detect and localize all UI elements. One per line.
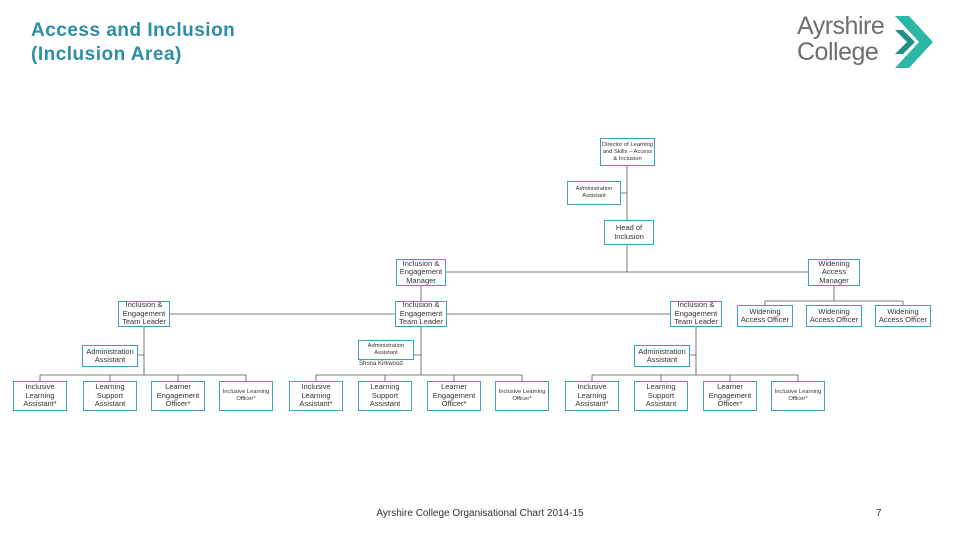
node-tl2-label: Inclusion & Engagement Team Leader: [399, 301, 443, 327]
node-admin-assistant-b: Administration Assistant: [358, 340, 414, 360]
node-head-of-inclusion: Head of Inclusion: [604, 220, 654, 245]
node-g1-inclusive-learning-officer: Inclusive Learning Officer*: [219, 381, 273, 411]
logo-text: Ayrshire College: [797, 12, 885, 66]
node-admin-top-label: Administration Assistant: [575, 186, 613, 199]
node-iem-label: Inclusion & Engagement Manager: [399, 259, 443, 285]
g1-leo-label: Learner Engagement Officer*: [156, 382, 200, 409]
node-team-leader-1: Inclusion & Engagement Team Leader: [118, 301, 170, 327]
node-inclusion-engagement-manager: Inclusion & Engagement Manager: [396, 259, 446, 286]
g3-lsa-label: Learning Support Assistant: [645, 382, 677, 409]
node-widening-access-officer-1: Widening Access Officer: [737, 305, 793, 327]
node-g3-inclusive-learning-officer: Inclusive Learning Officer*: [771, 381, 825, 411]
node-wao2-label: Widening Access Officer: [809, 306, 859, 324]
title-line-1: Access and Inclusion: [31, 20, 236, 41]
node-admin-b-label: Administration Assistant: [367, 343, 405, 356]
page-title: Access and Inclusion (Inclusion Area): [31, 19, 235, 67]
node-widening-access-manager: Widening Access Manager: [808, 259, 860, 286]
ayrshire-college-logo: Ayrshire College: [792, 12, 937, 70]
node-g3-learning-support-assistant: Learning Support Assistant: [634, 381, 688, 411]
g3-ilo-label: Inclusive Learning Officer*: [774, 389, 822, 402]
node-director-label: Director of Learning and Skills – Access…: [602, 141, 653, 162]
node-g3-learner-engagement-officer: Learner Engagement Officer*: [703, 381, 757, 411]
node-admin-top: Administration Assistant: [567, 181, 621, 205]
node-wao3-label: Widening Access Officer: [878, 306, 928, 324]
g1-ila-label: Inclusive Learning Assistant*: [23, 382, 57, 409]
g1-lsa-label: Learning Support Assistant: [94, 382, 126, 409]
node-director: Director of Learning and Skills – Access…: [600, 138, 655, 166]
node-widening-access-officer-3: Widening Access Officer: [875, 305, 931, 327]
node-g2-inclusive-learning-assistant: Inclusive Learning Assistant*: [289, 381, 343, 411]
node-g1-inclusive-learning-assistant: Inclusive Learning Assistant*: [13, 381, 67, 411]
g2-ila-label: Inclusive Learning Assistant*: [299, 382, 333, 409]
logo-line-1: Ayrshire: [797, 12, 885, 40]
node-wao1-label: Widening Access Officer: [740, 306, 790, 324]
g2-leo-label: Learner Engagement Officer*: [432, 382, 476, 409]
footer-caption: Ayrshire College Organisational Chart 20…: [376, 508, 584, 519]
node-team-leader-2: Inclusion & Engagement Team Leader: [395, 301, 447, 327]
node-team-leader-3: Inclusion & Engagement Team Leader: [670, 301, 722, 327]
node-admin-assistant-a: Administration Assistant: [82, 345, 138, 367]
node-admin-a-label: Administration Assistant: [86, 346, 134, 364]
node-g1-learner-engagement-officer: Learner Engagement Officer*: [151, 381, 205, 411]
node-admin-c-label: Administration Assistant: [638, 346, 686, 364]
node-g2-learning-support-assistant: Learning Support Assistant: [358, 381, 412, 411]
logo-chevron-icon: [895, 16, 933, 68]
node-widening-access-officer-2: Widening Access Officer: [806, 305, 862, 327]
node-g2-inclusive-learning-officer: Inclusive Learning Officer*: [495, 381, 549, 411]
page-number: 7: [876, 508, 882, 519]
node-g3-inclusive-learning-assistant: Inclusive Learning Assistant*: [565, 381, 619, 411]
node-admin-assistant-c: Administration Assistant: [634, 345, 690, 367]
g1-ilo-label: Inclusive Learning Officer*: [222, 389, 270, 402]
g3-leo-label: Learner Engagement Officer*: [708, 382, 752, 409]
node-tl3-label: Inclusion & Engagement Team Leader: [674, 301, 718, 327]
g2-ilo-label: Inclusive Learning Officer*: [498, 389, 546, 402]
node-wam-label: Widening Access Manager: [818, 259, 850, 285]
node-g2-learner-engagement-officer: Learner Engagement Officer*: [427, 381, 481, 411]
g2-lsa-label: Learning Support Assistant: [369, 382, 401, 409]
node-head-label: Head of Inclusion: [614, 223, 644, 241]
node-g1-learning-support-assistant: Learning Support Assistant: [83, 381, 137, 411]
admin-b-name: Shona Kirkwood: [359, 361, 403, 367]
logo-line-2: College: [797, 38, 879, 66]
title-line-2: (Inclusion Area): [31, 44, 182, 65]
node-tl1-label: Inclusion & Engagement Team Leader: [122, 301, 166, 327]
g3-ila-label: Inclusive Learning Assistant*: [575, 382, 609, 409]
